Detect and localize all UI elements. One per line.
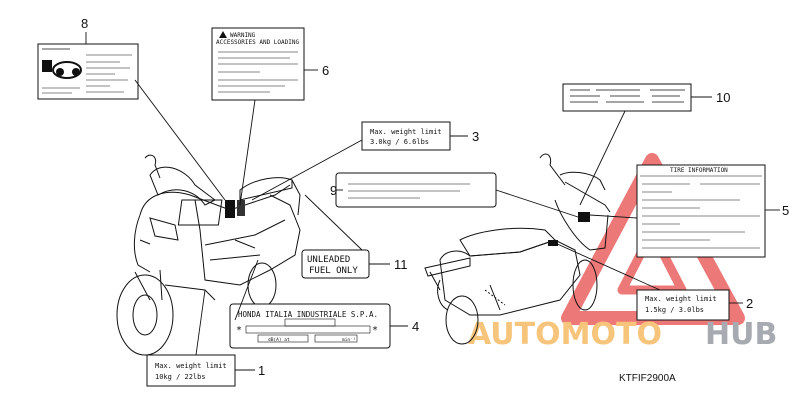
label-8-manual-card <box>37 43 139 100</box>
label-9-blank-sticker <box>335 172 497 208</box>
label-11-unleaded-fuel: UNLEADED FUEL ONLY <box>301 249 370 279</box>
weight-3-value: 3.0kg / 6.6lbs <box>370 138 429 146</box>
callout-3: 3 <box>472 129 479 144</box>
leader-lines <box>85 32 780 371</box>
scooter-front-view-illustration <box>116 154 301 356</box>
plate-field-rpm: min⁻¹ <box>342 337 356 343</box>
weight-2-title: Max. weight limit <box>645 295 717 303</box>
weight-1-value: 10kg / 22lbs <box>155 373 206 381</box>
label-5-tire-information: TIRE INFORMATION <box>636 164 766 258</box>
plate-asterisk-right: * <box>372 325 378 336</box>
callout-4: 4 <box>412 319 419 334</box>
scooter-rear-view-illustration <box>424 153 611 345</box>
callout-8: 8 <box>81 16 88 31</box>
watermark-text-automoto: AUTOMOTO <box>468 317 662 352</box>
label-6-warning-accessories: WARNING ACCESSORIES AND LOADING <box>211 27 305 101</box>
warning-triangle-icon <box>219 31 227 38</box>
callout-1: 1 <box>258 363 265 378</box>
plate-field-db: dB(A) at <box>268 337 290 343</box>
callout-6: 6 <box>322 63 329 78</box>
callout-10: 10 <box>716 90 730 105</box>
weight-2-value: 1.5kg / 3.0lbs <box>645 306 704 314</box>
watermark-text-hub: HUB <box>705 317 777 352</box>
diagram-code: KTFIF2900A <box>619 373 676 384</box>
callout-5: 5 <box>782 203 789 218</box>
fuel-line1: UNLEADED <box>307 255 350 265</box>
weight-3-title: Max. weight limit <box>370 128 442 136</box>
warning-subtitle: ACCESSORIES AND LOADING <box>216 39 299 46</box>
tire-info-title: TIRE INFORMATION <box>670 167 728 174</box>
warning-title: WARNING <box>230 32 256 39</box>
weight-1-title: Max. weight limit <box>155 362 227 370</box>
label-2-weight-limit: Max. weight limit 1.5kg / 3.0lbs <box>636 289 730 321</box>
label-4-manufacturer-plate: HONDA ITALIA INDUSTRIALE S.P.A. * * dB(A… <box>229 303 391 349</box>
label-10-info-sticker <box>562 83 692 112</box>
plate-asterisk-left: * <box>236 325 242 336</box>
label-1-weight-limit: Max. weight limit 10kg / 22lbs <box>146 354 236 387</box>
label-3-weight-limit: Max. weight limit 3.0kg / 6.6lbs <box>361 121 451 151</box>
callout-9: 9 <box>330 183 337 198</box>
plate-title: HONDA ITALIA INDUSTRIALE S.P.A. <box>238 310 378 319</box>
fuel-line2: FUEL ONLY <box>309 266 358 276</box>
callout-11: 11 <box>394 257 408 272</box>
callout-2: 2 <box>746 296 753 311</box>
